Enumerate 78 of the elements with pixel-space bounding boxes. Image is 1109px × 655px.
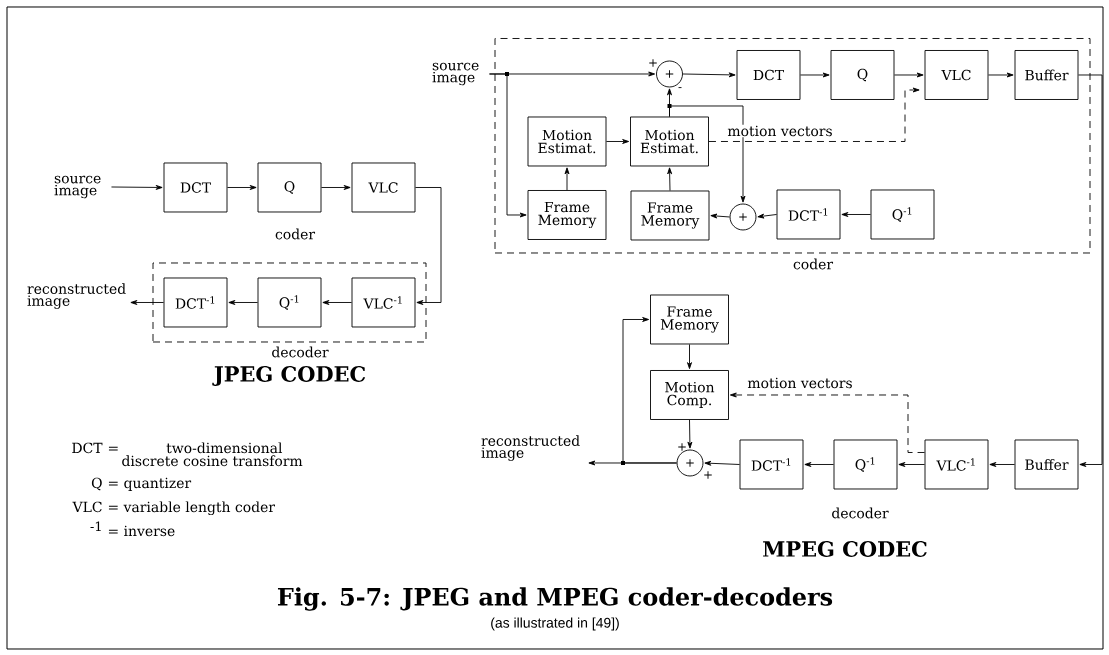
process-box: Frame Memory [527,190,607,240]
sign-label: + [704,471,712,479]
edge-label: motion vectors [746,376,854,390]
process-box: Buffer [1014,439,1079,490]
arrow [322,300,352,305]
arrow [988,72,1014,78]
legend-term: -1 [90,521,101,531]
arrow [804,462,834,467]
process-box: DCT [736,50,801,100]
arrow [757,213,777,219]
node-label: coder [793,258,834,270]
arrow [111,184,163,190]
codec-title: JPEG CODEC [212,366,366,386]
arrow [687,344,692,370]
process-box: DCT$^{-1}$ [163,277,228,328]
process-box: VLC [351,162,416,213]
arrow [321,185,351,190]
legend-definition: = variable length coder [108,501,275,516]
signal-label: reconstructed image [481,435,580,461]
process-box: Q [257,162,322,213]
process-box: DCT$^{-1}$ [776,189,841,240]
arrow [667,167,673,191]
arrow [1078,74,1103,467]
process-box: Motion Estimat. [630,116,709,167]
arrow [228,300,258,305]
process-box: Motion Estimat. [527,116,607,167]
legend-definition: = quantizer [108,477,192,491]
process-box: Buffer [1014,50,1079,100]
arrow [606,139,630,144]
section-label: coder [275,228,316,240]
legend-definition: = two-dimensional discrete cosine transform [108,442,303,467]
arrow [415,187,442,305]
arrow [669,105,746,203]
sign-label: - [678,87,682,89]
arrow [710,213,730,219]
arrow [894,72,924,78]
figure-title: Fig. 5-7: JPEG and MPEG coder-decoders [278,587,833,611]
process-box: DCT$^{-1}$ [739,439,804,490]
dashed-arrow [729,392,925,453]
sign-label: + [649,59,657,67]
process-box: DCT [163,162,228,213]
section-label: decoder [832,507,889,519]
summing-junction: + [729,203,757,231]
node-label: decoder [272,346,329,358]
sign-label: + [678,443,686,451]
legend-term: VLC [72,501,102,513]
arrow [898,462,925,467]
process-box: Motion Comp. [650,370,729,420]
arrow [130,300,164,305]
process-box: Q$^{-1}$ [833,439,898,490]
figure-caption: (as illustrated in [49]) [491,617,619,631]
codec-title: MPEG CODEC [763,541,927,557]
arrow [704,460,740,466]
process-box: VLC$^{-1}$ [924,439,989,490]
process-box: Q [830,50,895,100]
dashed-arrow [708,87,920,142]
signal-label: source image [432,62,479,86]
process-box: VLC [924,50,989,100]
legend-term: Q [91,477,102,491]
process-box: Q$^{-1}$ [257,277,322,328]
signal-label: reconstructed image [27,283,126,309]
process-box: Q$^{-1}$ [870,189,935,240]
arrow [989,462,1015,467]
arrow [800,72,830,78]
arrow [489,73,527,218]
arrow [682,72,736,78]
arrow [687,419,693,449]
arrow [622,317,677,464]
arrow [841,212,871,217]
process-box: Frame Memory [630,190,710,241]
legend-term: DCT [72,442,103,454]
edge-label: motion vectors [726,124,834,138]
process-box: Frame Memory [650,294,729,345]
arrow [564,167,570,191]
legend-definition: = inverse [108,525,175,537]
signal-label: source image [54,175,101,199]
process-box: VLC$^{-1}$ [351,277,416,328]
arrow [227,185,257,190]
